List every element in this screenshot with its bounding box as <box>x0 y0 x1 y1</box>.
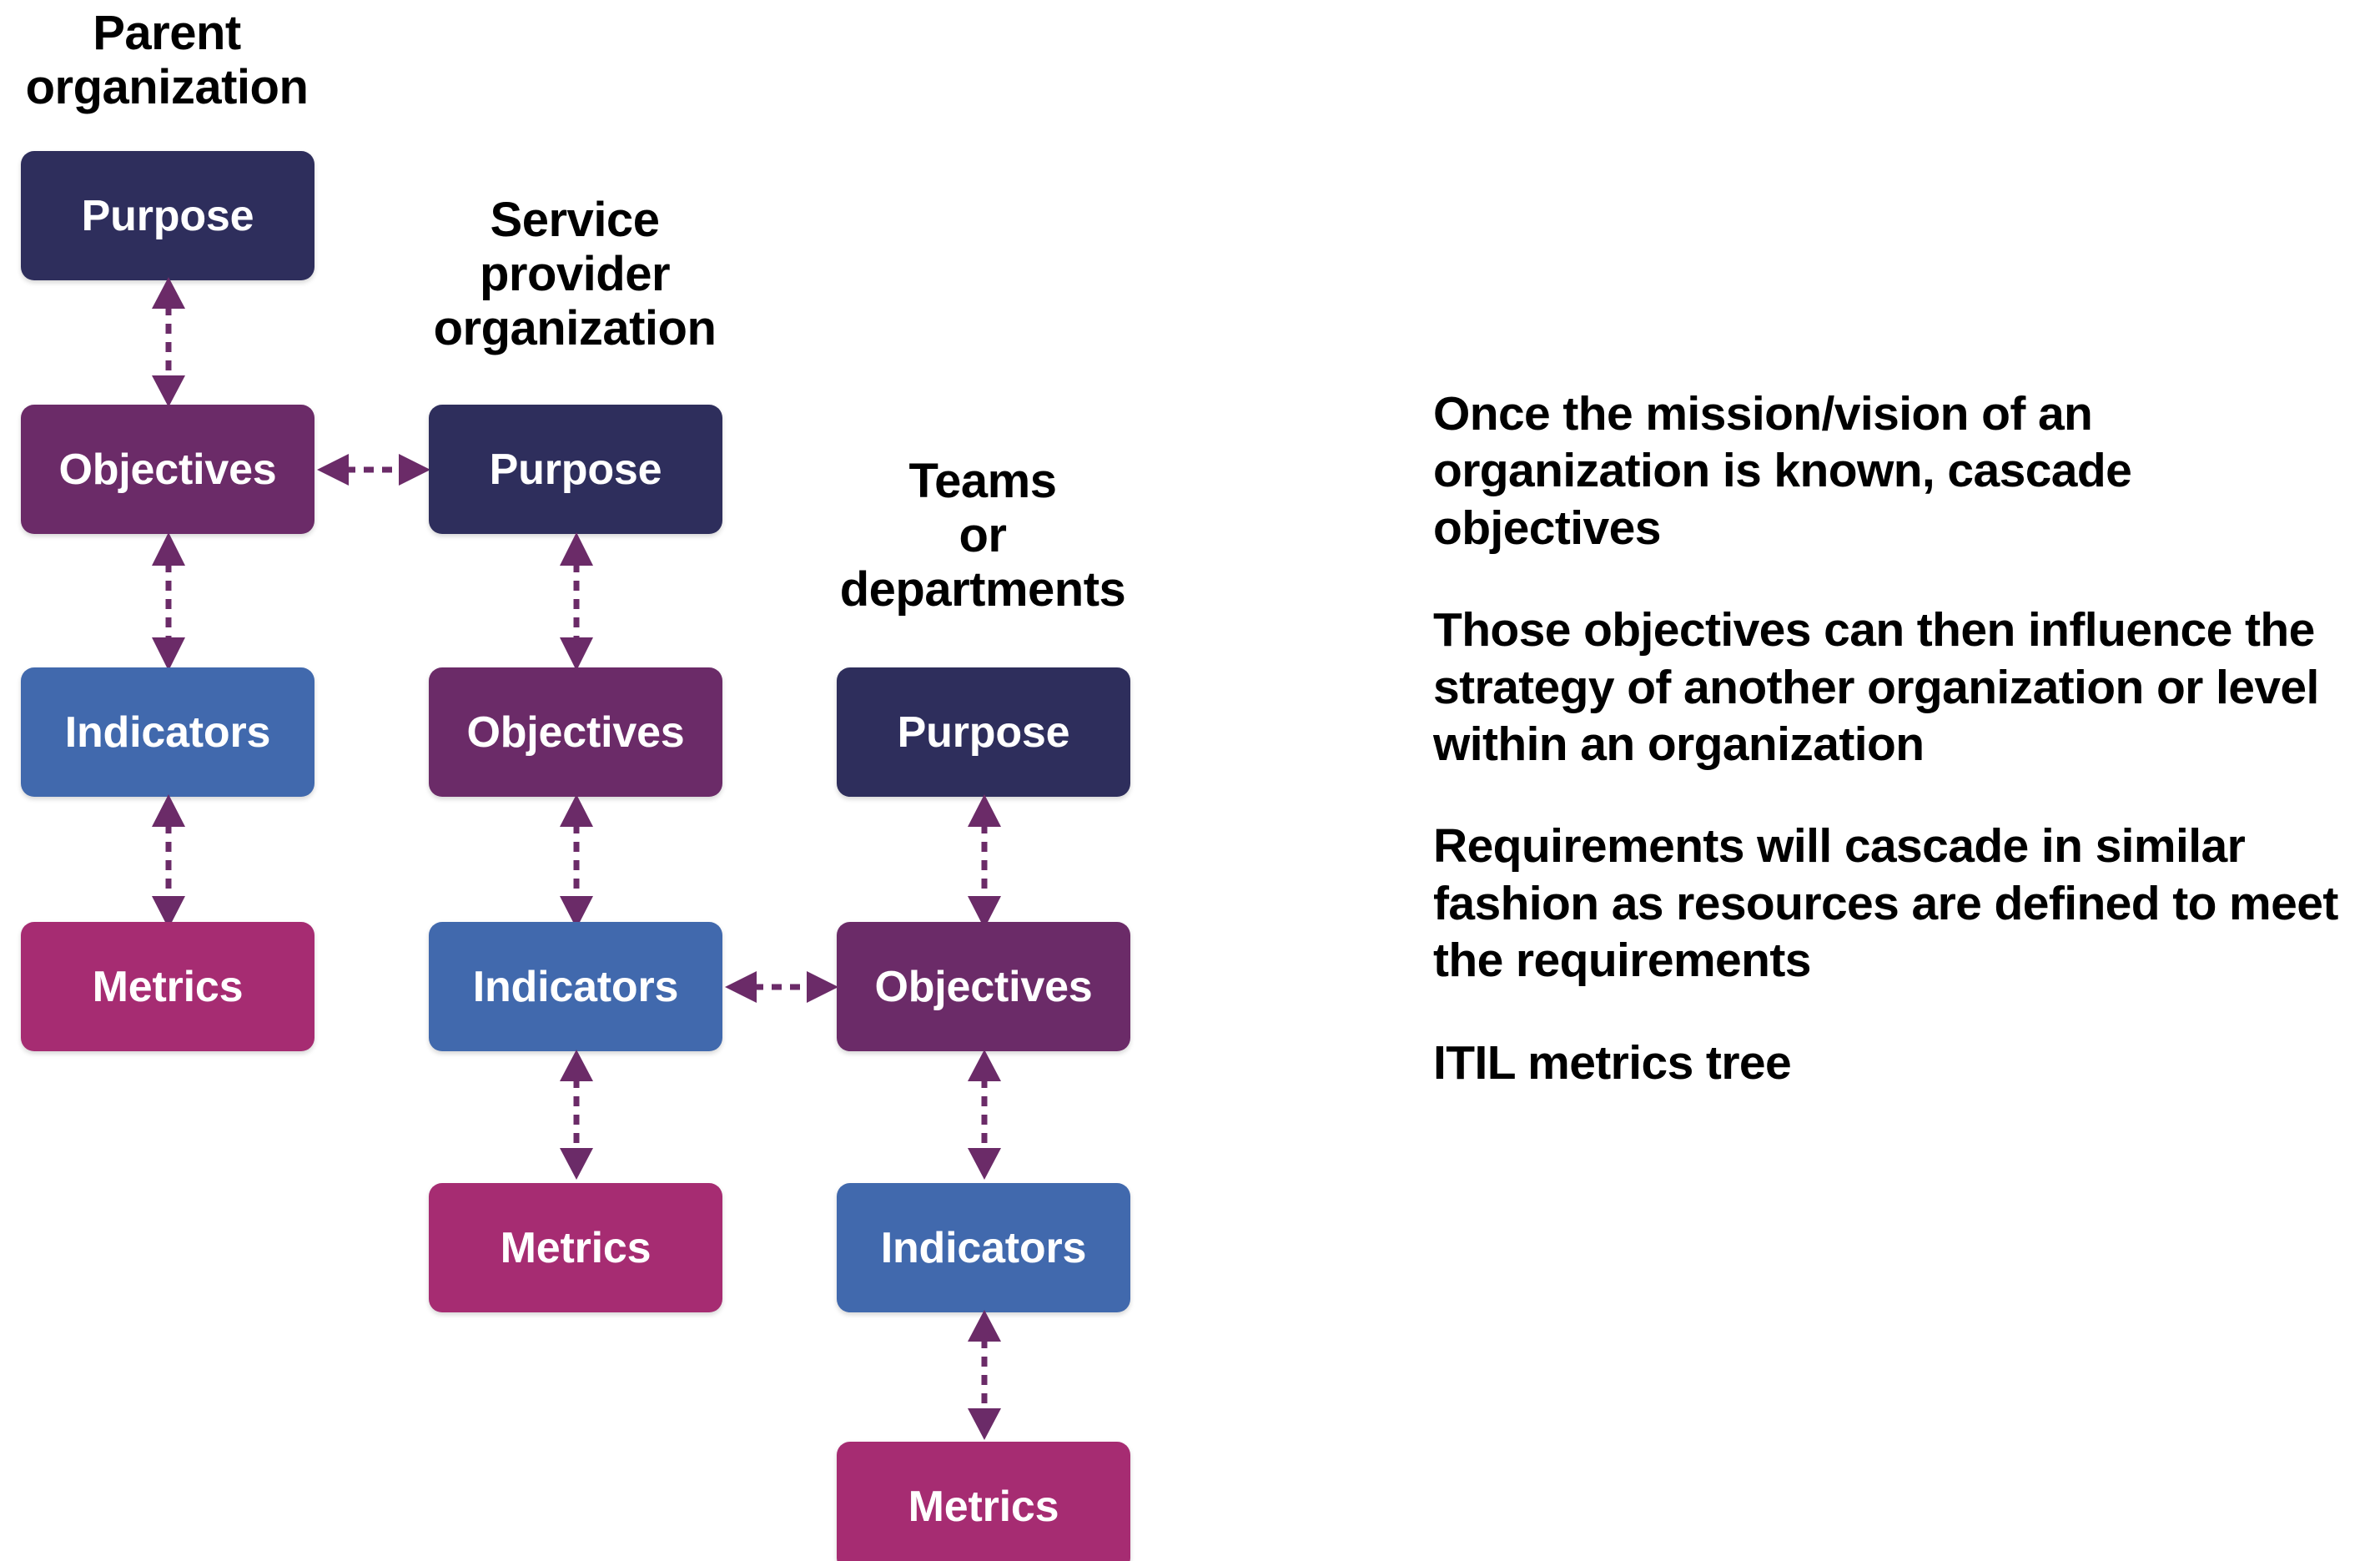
connector-sp-purpose-objectives <box>551 531 601 672</box>
node-sp-purpose[interactable]: Purpose <box>429 405 722 534</box>
connector-parent-indicators-metrics <box>143 793 194 930</box>
node-team-purpose[interactable]: Purpose <box>837 667 1130 797</box>
connector-team-indicators-metrics <box>959 1308 1009 1442</box>
node-sp-objectives[interactable]: Objectives <box>429 667 722 797</box>
node-label: Indicators <box>64 707 271 757</box>
node-parent-indicators[interactable]: Indicators <box>21 667 314 797</box>
node-label: Objectives <box>58 445 277 494</box>
column-header-parent-organization: Parent organization <box>25 6 309 114</box>
node-team-objectives[interactable]: Objectives <box>837 922 1130 1051</box>
node-sp-metrics[interactable]: Metrics <box>429 1183 722 1312</box>
node-label: Purpose <box>489 445 662 494</box>
node-team-metrics[interactable]: Metrics <box>837 1442 1130 1561</box>
node-label: Metrics <box>908 1482 1059 1531</box>
node-sp-indicators[interactable]: Indicators <box>429 922 722 1051</box>
column-header-service-provider-organization: Service provider organization <box>433 193 717 355</box>
node-label: Objectives <box>466 707 685 757</box>
note-paragraph-2: Those objectives can then influence the … <box>1433 603 2319 771</box>
note-paragraph-1: Once the mission/vision of an organizati… <box>1433 387 2132 555</box>
node-label: Metrics <box>500 1223 652 1272</box>
node-label: Indicators <box>880 1223 1087 1272</box>
connector-team-purpose-objectives <box>959 793 1009 930</box>
node-parent-metrics[interactable]: Metrics <box>21 922 314 1051</box>
connector-team-objectives-indicators <box>959 1048 1009 1181</box>
connector-parent-purpose-objectives <box>143 275 194 409</box>
node-label: Purpose <box>81 191 254 240</box>
node-label: Objectives <box>874 962 1093 1011</box>
connector-parent-objectives-to-sp-purpose <box>315 446 432 494</box>
column-header-teams-or-departments: Teams or departments <box>839 454 1126 617</box>
connector-sp-indicators-to-team-objectives <box>723 963 840 1011</box>
connector-parent-objectives-indicators <box>143 531 194 672</box>
note-paragraph-3: Requirements will cascade in similar fas… <box>1433 819 2338 988</box>
node-parent-objectives[interactable]: Objectives <box>21 405 314 534</box>
node-parent-purpose[interactable]: Purpose <box>21 151 314 280</box>
notes-panel: Once the mission/vision of an organizati… <box>1433 385 2359 1091</box>
node-team-indicators[interactable]: Indicators <box>837 1183 1130 1312</box>
node-label: Purpose <box>897 707 1070 757</box>
node-label: Metrics <box>92 962 244 1011</box>
note-paragraph-4: ITIL metrics tree <box>1433 1035 1792 1090</box>
connector-sp-indicators-metrics <box>551 1048 601 1181</box>
connector-sp-objectives-indicators <box>551 793 601 930</box>
node-label: Indicators <box>472 962 679 1011</box>
